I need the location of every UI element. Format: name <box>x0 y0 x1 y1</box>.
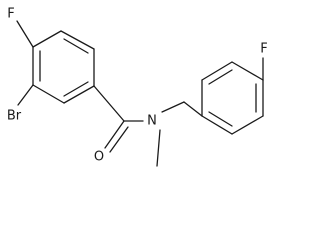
bond-ch2-ring <box>183 101 203 117</box>
bond <box>60 30 95 50</box>
bond <box>201 115 233 135</box>
atom-label-n: N <box>147 114 157 129</box>
double-bond-inner <box>63 38 89 54</box>
atom-label-br: Br <box>7 109 22 124</box>
atom-label-f-left: F <box>7 7 14 22</box>
right-ring <box>201 61 264 135</box>
bond-ring-carbonyl <box>93 85 125 122</box>
structure-diagram: F F Br O N <box>7 7 268 167</box>
bond <box>231 61 264 81</box>
bond <box>32 84 65 104</box>
atom-label-f-right: F <box>260 42 267 57</box>
left-ring <box>32 30 95 104</box>
bond-n-ch2 <box>161 101 185 113</box>
bond-c-f-left <box>16 20 34 48</box>
bond <box>63 85 95 104</box>
bond <box>231 115 264 135</box>
double-bond-inner <box>208 111 233 127</box>
molecule-canvas: F F Br O N <box>7 7 268 167</box>
bond-c-br <box>17 84 34 106</box>
bond <box>32 30 62 48</box>
atom-label-o: O <box>94 150 104 165</box>
bond-c-o <box>104 120 125 149</box>
bond-c-o-second <box>109 126 129 153</box>
double-bond-inner <box>208 69 233 85</box>
bond <box>201 61 233 81</box>
double-bond-inner <box>63 81 89 97</box>
bond-n-methyl <box>156 129 161 167</box>
